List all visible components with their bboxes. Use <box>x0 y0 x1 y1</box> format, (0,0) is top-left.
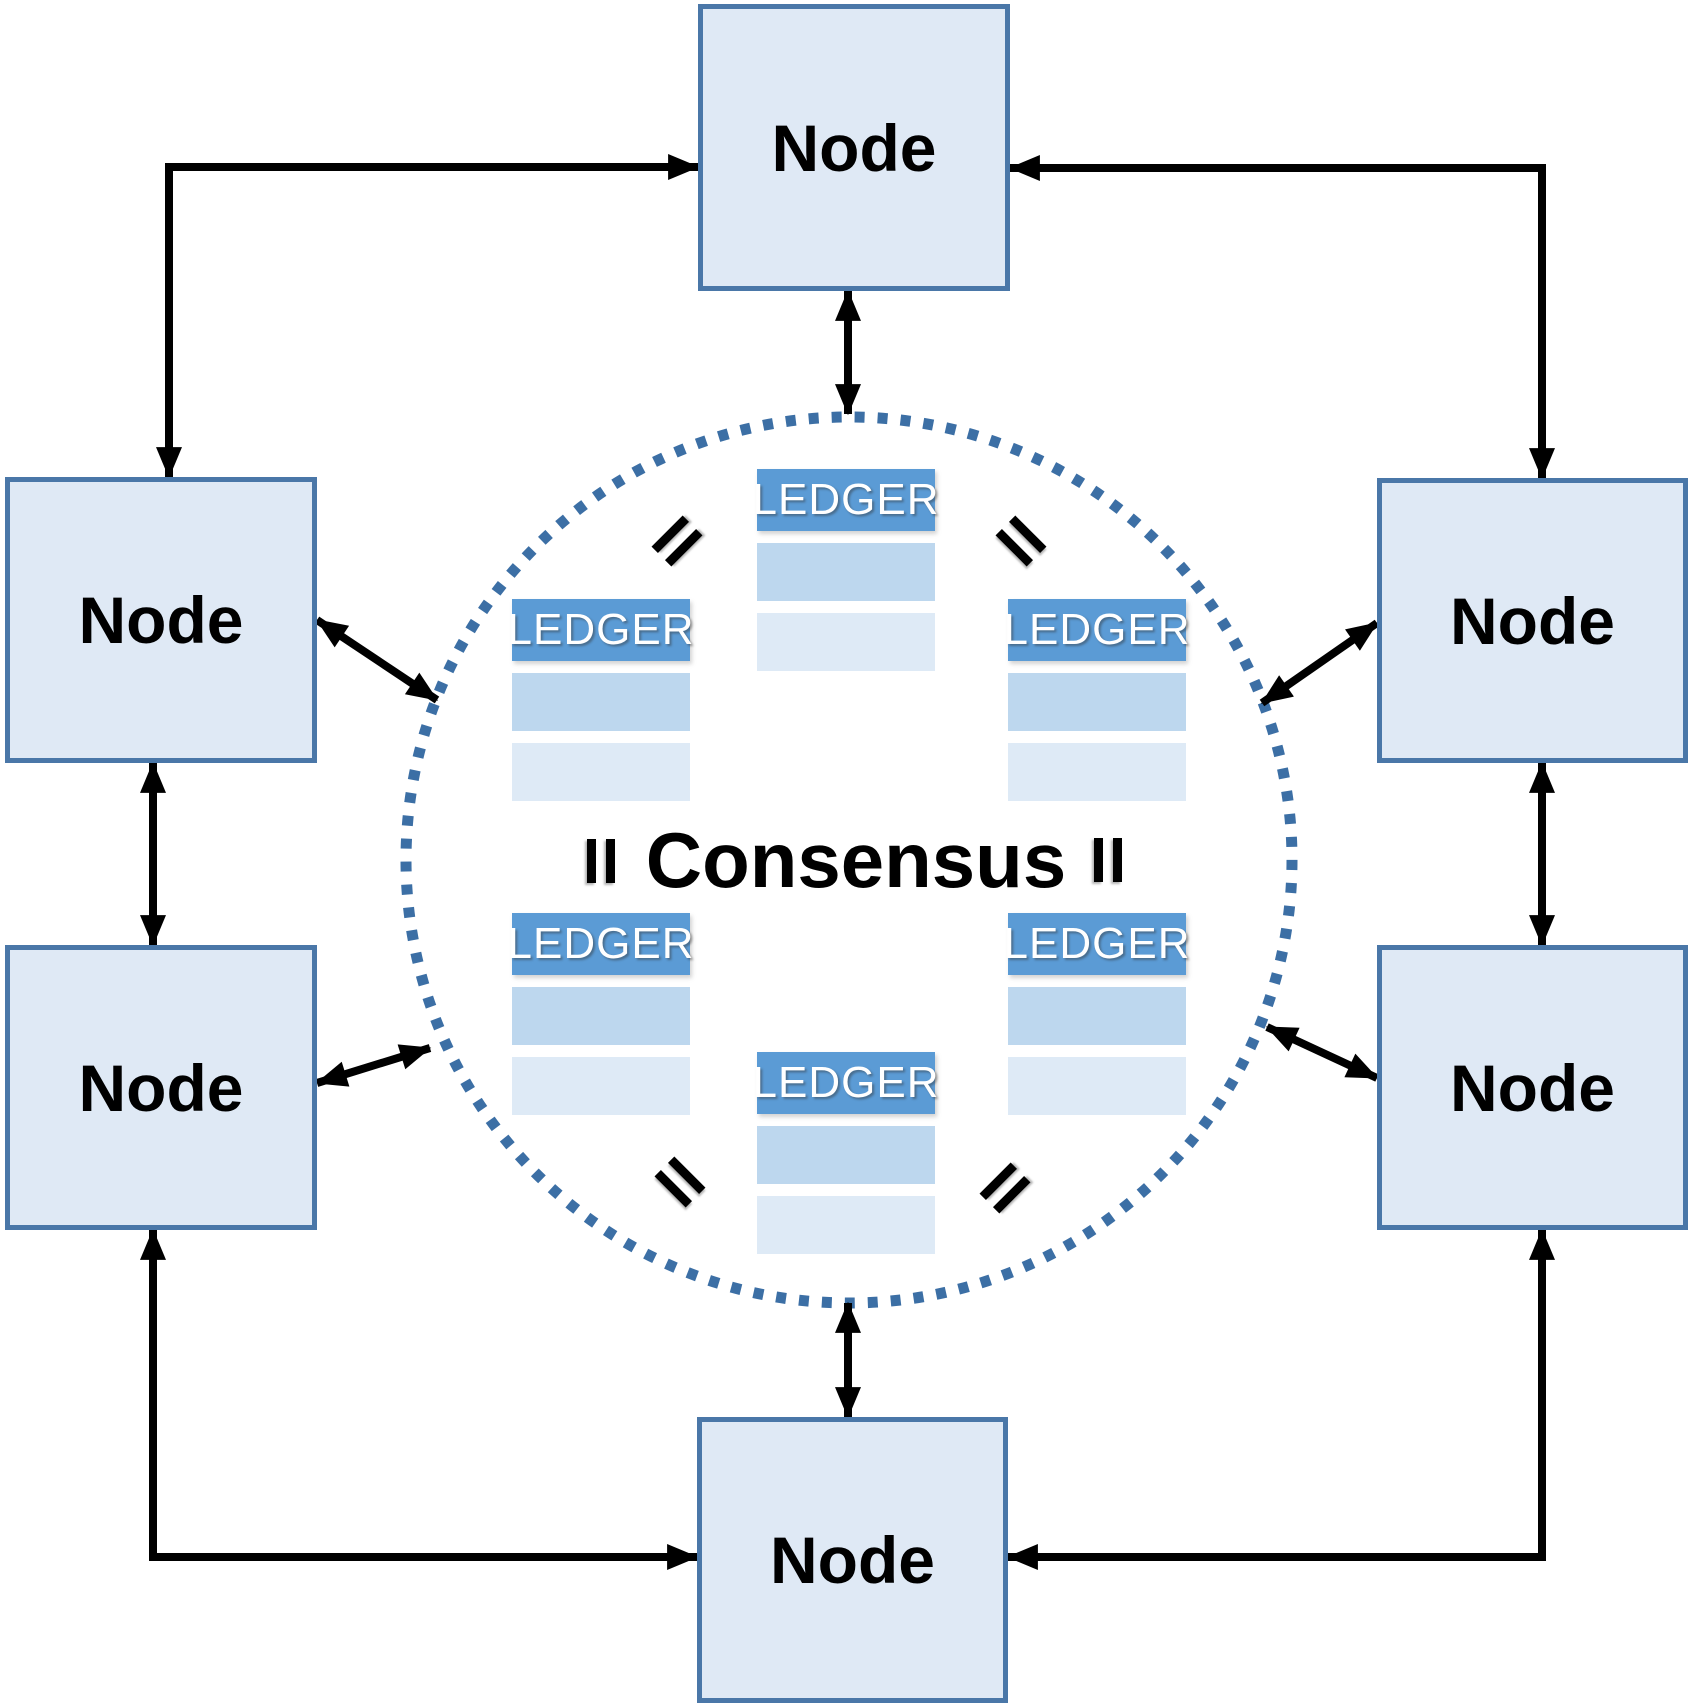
arrow-lower-right-node-to-circle <box>1265 1023 1379 1082</box>
ledger-row <box>512 1057 690 1115</box>
ledger-top: LEDGER <box>753 469 938 671</box>
equals-bar <box>606 839 615 883</box>
ledger-header: LEDGER <box>508 599 693 661</box>
equals-mark-middle-left <box>587 839 615 883</box>
arrow-bottom-left-elbow <box>140 1228 699 1570</box>
node-box-lower-right: Node <box>1377 945 1688 1230</box>
consensus-label: Consensus <box>645 816 1067 904</box>
ledger-row <box>512 673 690 731</box>
equals-bar <box>1094 838 1103 882</box>
equals-bar <box>1113 838 1122 882</box>
ledger-row <box>757 1196 935 1254</box>
ledger-row <box>512 743 690 801</box>
ledger-row <box>1008 673 1186 731</box>
node-box-lower-left: Node <box>5 945 317 1230</box>
ledger-header: LEDGER <box>753 469 938 531</box>
arrow-top-left-elbow <box>156 154 700 479</box>
ledger-row <box>512 987 690 1045</box>
ledger-bottom: LEDGER <box>753 1052 938 1254</box>
arrow-lower-left-node-to-circle <box>315 1044 432 1087</box>
ledger-header: LEDGER <box>1004 913 1189 975</box>
arrow-upper-left-node-to-circle <box>314 616 440 704</box>
ledger-lower-right: LEDGER <box>1004 913 1189 1115</box>
node-box-upper-left: Node <box>5 477 317 763</box>
ledger-row <box>757 1126 935 1184</box>
ledger-upper-left: LEDGER <box>508 599 693 801</box>
arrow-top-right-elbow <box>1008 155 1555 480</box>
ledger-row <box>1008 743 1186 801</box>
ledger-header: LEDGER <box>753 1052 938 1114</box>
ledger-header: LEDGER <box>1004 599 1189 661</box>
node-box-bottom: Node <box>697 1417 1008 1703</box>
node-box-top: Node <box>698 4 1010 291</box>
arrow-bottom-right-elbow <box>1006 1228 1555 1570</box>
arrow-upper-right-node-to-circle <box>1259 619 1380 707</box>
ledger-row <box>1008 987 1186 1045</box>
ledger-row <box>1008 1057 1186 1115</box>
ledger-row <box>757 543 935 601</box>
ledger-upper-right: LEDGER <box>1004 599 1189 801</box>
equals-mark-middle-right <box>1094 838 1122 882</box>
node-box-upper-right: Node <box>1377 478 1688 763</box>
ledger-header: LEDGER <box>508 913 693 975</box>
equals-bar <box>587 839 596 883</box>
ledger-lower-left: LEDGER <box>508 913 693 1115</box>
ledger-row <box>757 613 935 671</box>
